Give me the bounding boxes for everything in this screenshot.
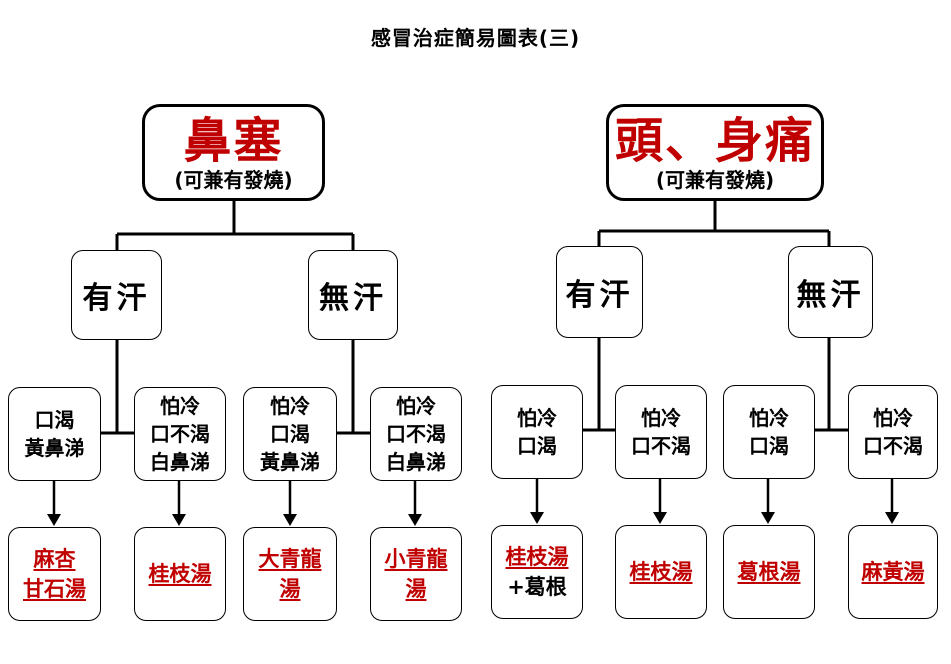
arrow-head-l1 [47,514,61,526]
sweat-node-left-no: 無汗 [308,250,398,340]
arrow-head-r3 [761,512,775,524]
symptom-line: 口不渴 [150,422,210,446]
symptom-line: 怕冷 [160,394,200,418]
symptom-line: 白鼻涕 [386,450,446,474]
symptom-line: 怕冷 [749,406,789,430]
arrow-head-l4 [408,514,422,526]
symptom-line: 口不渴 [631,434,691,458]
remedy-node-r4: 麻黃湯 [848,525,938,619]
symptom-line: 怕冷 [270,394,310,418]
arrow-head-r2 [653,512,667,524]
symptom-line: 怕冷 [873,406,913,430]
remedy-node-r1: 桂枝湯 +葛根 [491,525,583,619]
symptom-node-r2: 怕冷 口不渴 [615,385,707,479]
sweat-node-right-no: 無汗 [788,246,873,338]
remedy-line: 桂枝湯 [148,562,212,586]
arrow-head-r4 [885,512,899,524]
remedy-line: 麻杏 [33,547,76,571]
arrow-head-l3 [283,514,297,526]
remedy-node-l2: 桂枝湯 [134,527,226,621]
symptom-node-l3: 怕冷 口渴 黃鼻涕 [243,387,337,481]
symptom-line: 怕冷 [641,406,681,430]
symptom-node-r3: 怕冷 口渴 [723,385,815,479]
symptom-line: 怕冷 [396,394,436,418]
symptom-node-r4: 怕冷 口不渴 [848,385,938,479]
remedy-line: 大青龍 [258,547,322,571]
root-node-head-body-ache: 頭、身痛 (可兼有發燒) [606,104,824,201]
symptom-line: 黃鼻涕 [260,450,320,474]
symptom-line: 口渴 [517,434,557,458]
symptom-line: 口不渴 [386,422,446,446]
remedy-line: 甘石湯 [23,577,86,601]
arrow-head-l2 [172,514,186,526]
remedy-node-l3: 大青龍 湯 [243,527,337,621]
symptom-line: 口渴 [749,434,789,458]
remedy-line: 小青龍 [384,547,448,571]
symptom-node-l1: 口渴 黃鼻涕 [8,387,101,481]
root-note: (可兼有發燒) [174,167,293,192]
remedy-line: 桂枝湯 [505,545,569,569]
symptom-line: 口渴 [270,422,310,446]
remedy-line: 葛根湯 [737,560,801,584]
chart-title: 感冒治症簡易圖表(三) [370,26,581,50]
sweat-node-left-yes: 有汗 [71,250,162,340]
symptom-node-r1: 怕冷 口渴 [491,385,583,479]
sweat-node-right-yes: 有汗 [556,246,643,338]
remedy-line: +葛根 [507,575,567,599]
remedy-node-r2: 桂枝湯 [615,525,707,619]
remedy-line: 麻黃湯 [861,560,925,584]
symptom-line: 白鼻涕 [150,450,210,474]
remedy-node-r3: 葛根湯 [723,525,815,619]
arrow-head-r1 [530,512,544,524]
symptom-line: 口不渴 [863,434,923,458]
remedy-node-l1: 麻杏 甘石湯 [8,527,101,621]
symptom-node-l2: 怕冷 口不渴 白鼻涕 [134,387,226,481]
root-title: 鼻塞 [183,112,284,169]
remedy-line: 湯 [279,577,301,601]
root-node-nasal-congestion: 鼻塞 (可兼有發燒) [142,104,325,201]
root-title: 頭、身痛 [614,112,815,169]
remedy-node-l4: 小青龍 湯 [370,527,462,621]
remedy-line: 桂枝湯 [629,560,693,584]
symptom-line: 口渴 [34,408,75,432]
symptom-node-l4: 怕冷 口不渴 白鼻涕 [370,387,462,481]
symptom-line: 黃鼻涕 [24,436,85,460]
symptom-line: 怕冷 [517,406,557,430]
root-note: (可兼有發燒) [655,167,775,192]
remedy-line: 湯 [405,577,427,601]
